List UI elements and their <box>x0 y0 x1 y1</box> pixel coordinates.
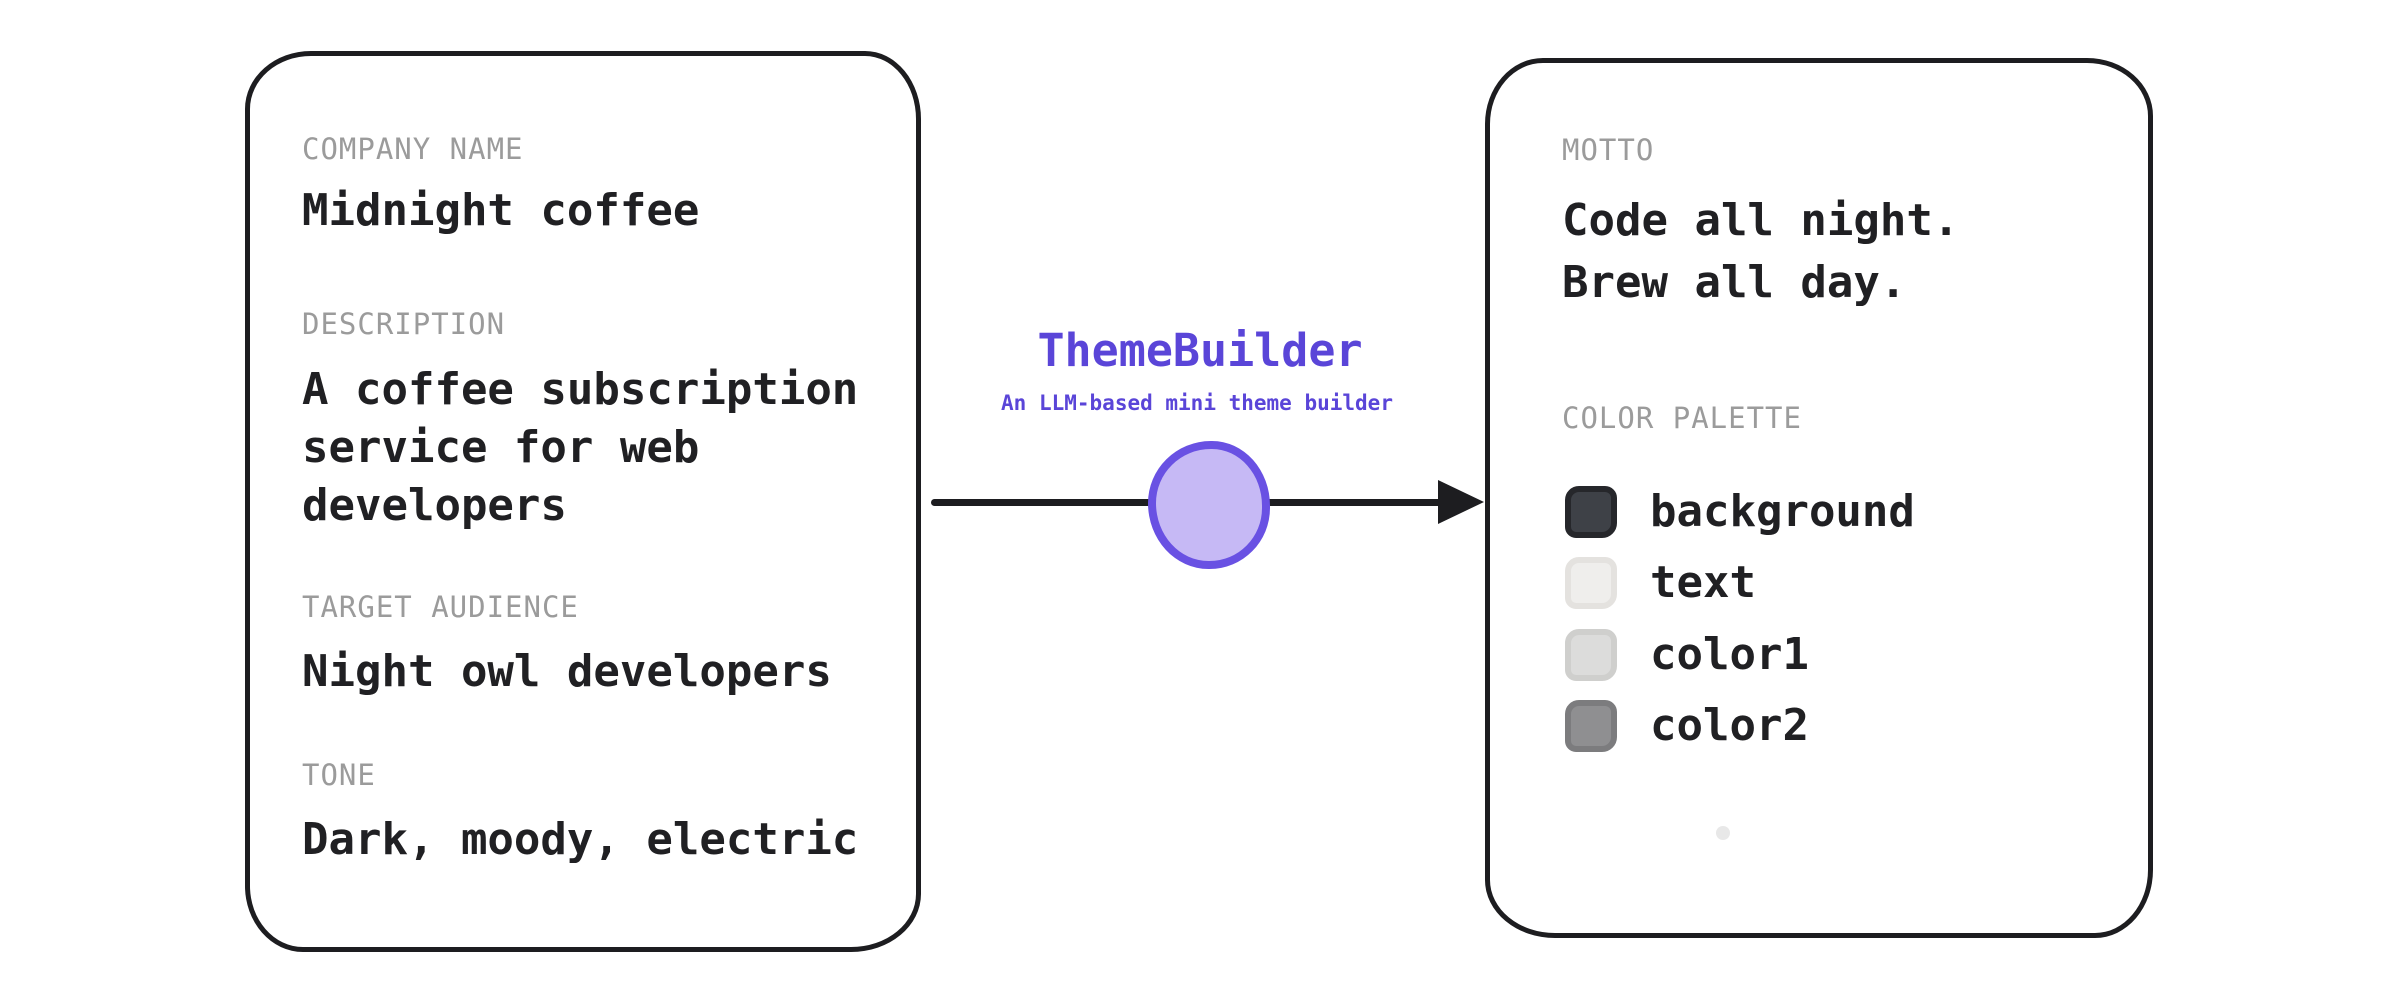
processor-title: ThemeBuilder <box>1037 324 1363 377</box>
flow-arrowhead-icon <box>1438 480 1484 524</box>
tone-value: Dark, moody, electric <box>302 814 859 865</box>
motto-label: MOTTO <box>1562 133 1655 167</box>
description-value: A coffee subscription service for web de… <box>302 364 859 531</box>
motto-line-2: Brew all day. <box>1562 257 1907 308</box>
color2-swatch-label: color2 <box>1650 700 1809 751</box>
palette-row-color1: color1 <box>1565 629 1809 681</box>
company-name-value: Midnight coffee <box>302 185 700 236</box>
processor-node-circle <box>1148 441 1270 569</box>
company-name-label: COMPANY NAME <box>302 132 524 166</box>
description-label: DESCRIPTION <box>302 307 506 341</box>
color-palette-label: COLOR PALETTE <box>1562 401 1802 435</box>
palette-row-color2: color2 <box>1565 700 1809 752</box>
background-color-swatch <box>1565 486 1617 538</box>
palette-row-background: background <box>1565 486 1915 538</box>
input-card: COMPANY NAME Midnight coffee DESCRIPTION… <box>245 51 921 952</box>
target-audience-value: Night owl developers <box>302 646 832 697</box>
color2-color-swatch <box>1565 700 1617 752</box>
color1-color-swatch <box>1565 629 1617 681</box>
tone-label: TONE <box>302 758 376 792</box>
target-audience-label: TARGET AUDIENCE <box>302 590 579 624</box>
text-color-swatch <box>1565 557 1617 609</box>
processor-subtitle: An LLM-based mini theme builder <box>1001 391 1393 415</box>
color1-swatch-label: color1 <box>1650 629 1809 680</box>
palette-row-text: text <box>1565 557 1756 609</box>
motto-line-1: Code all night. <box>1562 195 1960 246</box>
text-swatch-label: text <box>1650 557 1756 608</box>
background-swatch-label: background <box>1650 486 1915 537</box>
output-card: MOTTO Code all night. Brew all day. COLO… <box>1485 58 2153 938</box>
decorative-dot <box>1716 826 1730 840</box>
